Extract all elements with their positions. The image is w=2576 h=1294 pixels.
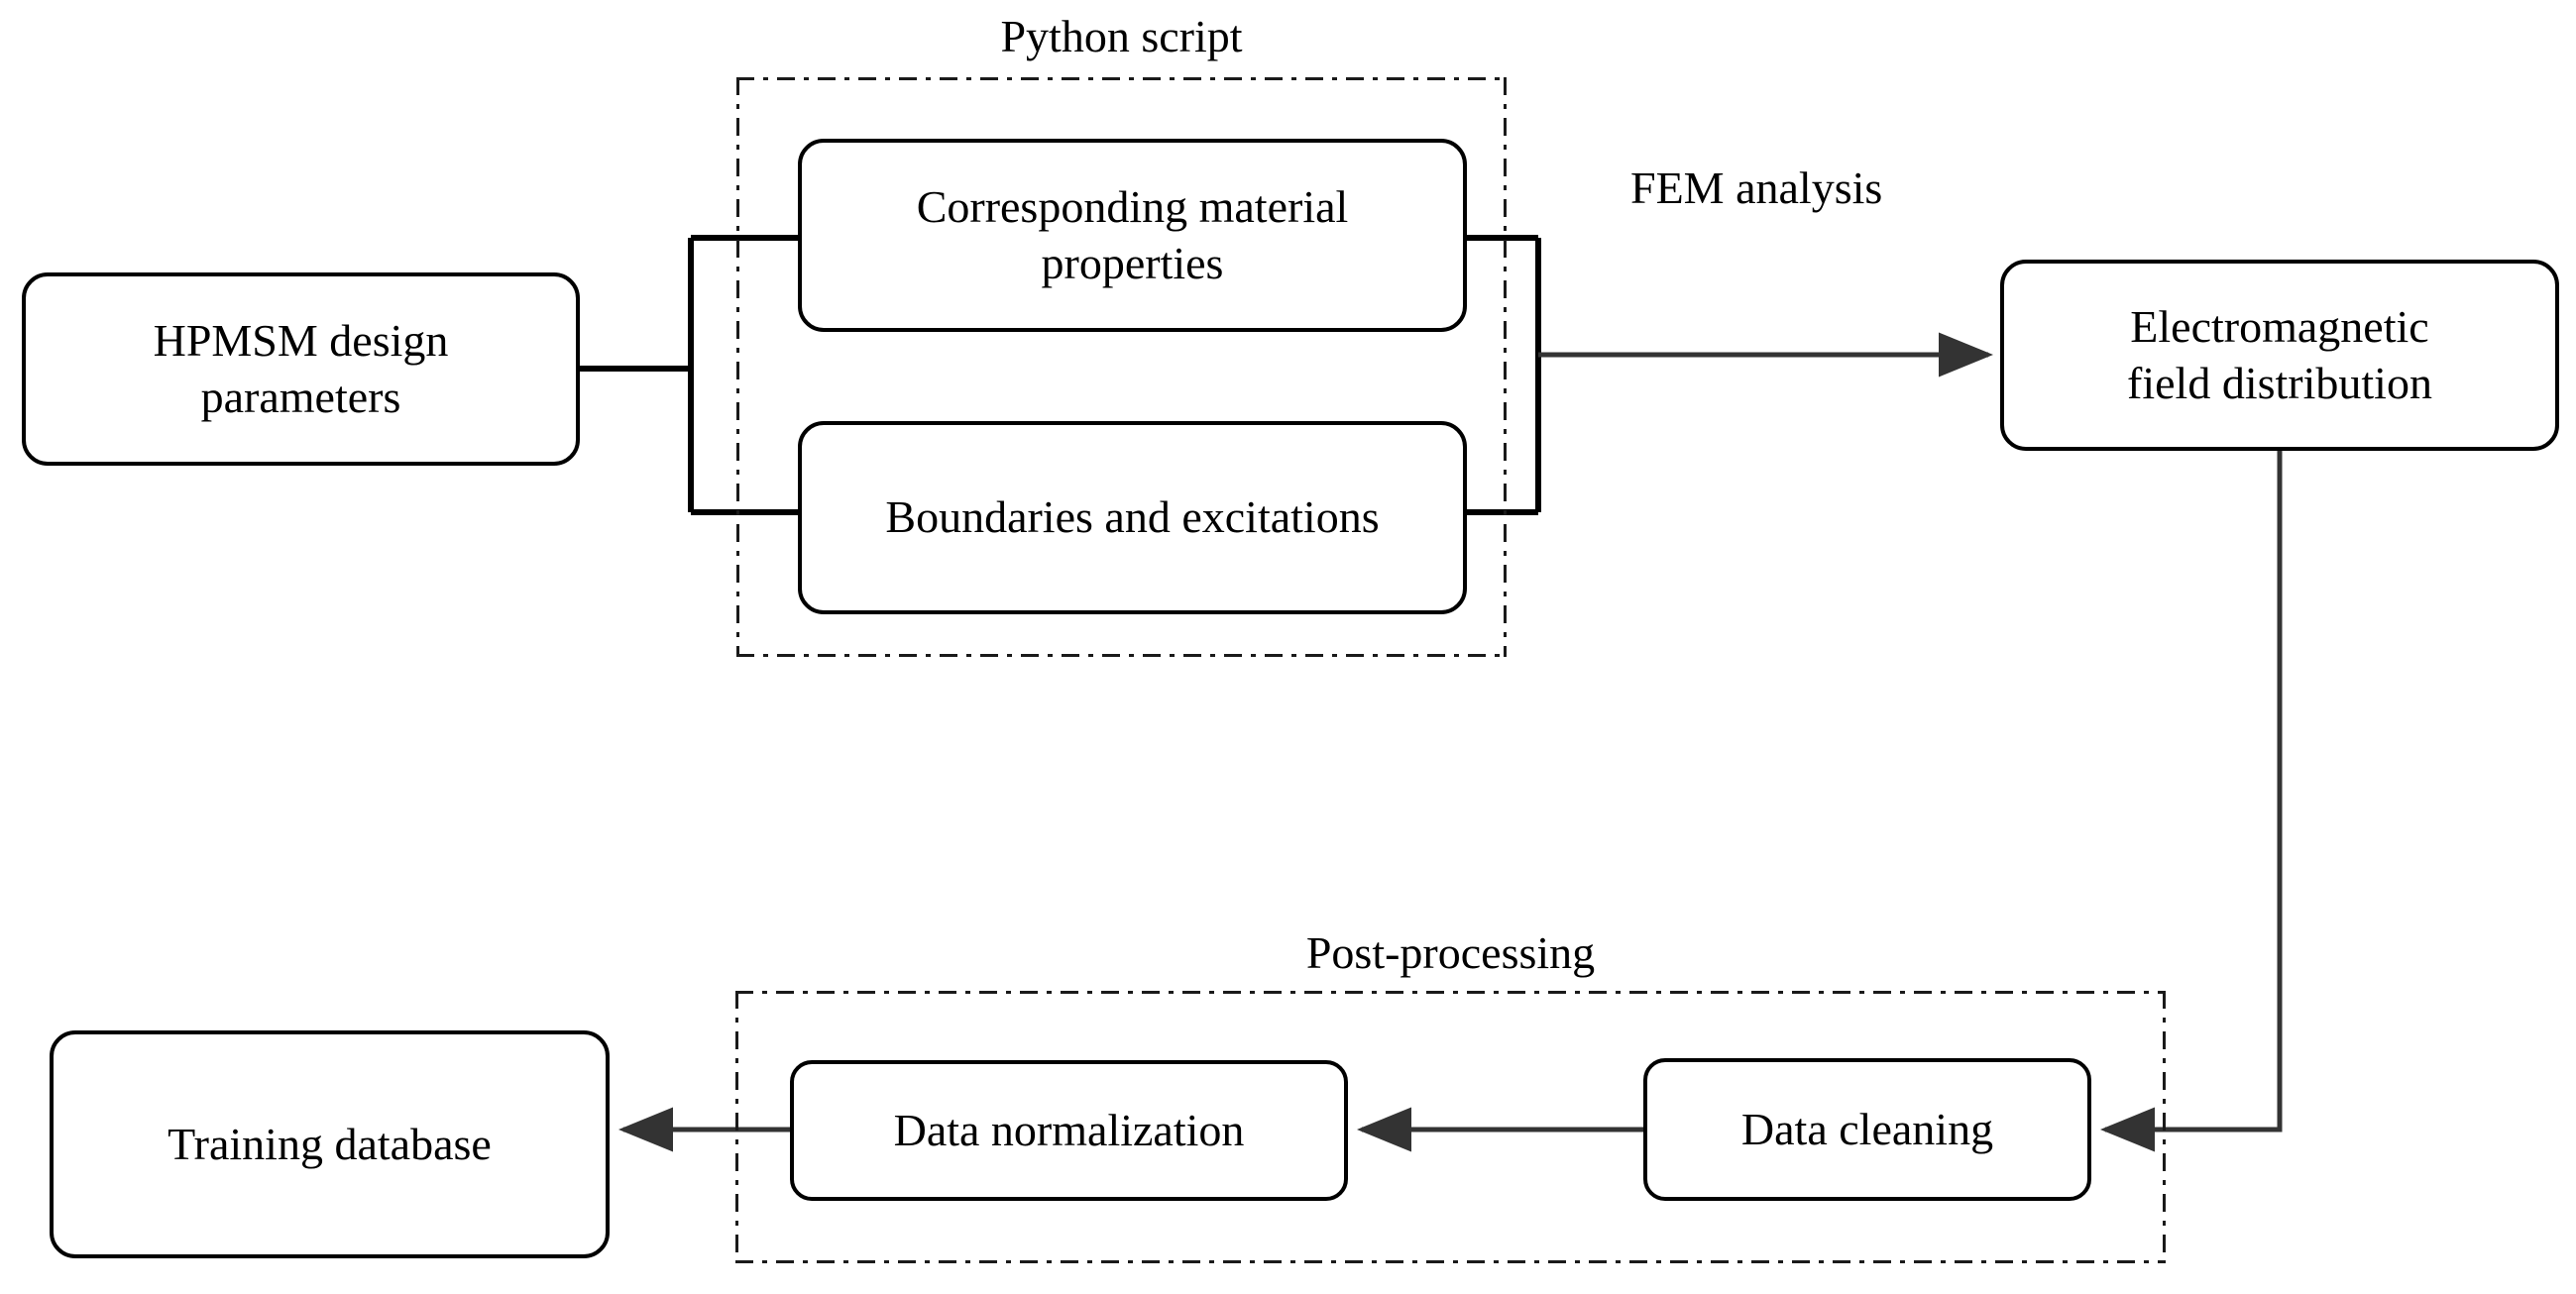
edge-label-fem-analysis: FEM analysis	[1630, 162, 1883, 213]
node-electromagnetic-field-distribution[interactable]: Electromagnetic field distribution	[2000, 260, 2559, 451]
node-data-normalization[interactable]: Data normalization	[790, 1060, 1348, 1201]
node-data-cleaning[interactable]: Data cleaning	[1643, 1058, 2091, 1201]
node-label-line2: parameters	[200, 371, 401, 422]
node-label-line1: Electromagnetic	[2130, 301, 2429, 353]
node-label-line2: properties	[1041, 237, 1224, 288]
node-label-line1: Corresponding material	[916, 181, 1349, 233]
group-label-post-processing: Post-processing	[1305, 927, 1596, 978]
node-corresponding-material-properties[interactable]: Corresponding material properties	[798, 139, 1467, 332]
node-label-line2: field distribution	[2127, 357, 2432, 408]
node-label-line1: Boundaries and excitations	[885, 491, 1380, 543]
node-hpmsm-design-parameters[interactable]: HPMSM design parameters	[22, 272, 580, 466]
group-label-python-script: Python script	[1000, 11, 1243, 61]
node-training-database[interactable]: Training database	[50, 1030, 610, 1258]
node-label-line1: Training database	[168, 1118, 492, 1169]
node-label-line1: Data normalization	[893, 1104, 1245, 1155]
node-boundaries-and-excitations[interactable]: Boundaries and excitations	[798, 421, 1467, 614]
node-label-line1: HPMSM design	[153, 315, 449, 367]
node-label-line1: Data cleaning	[1740, 1103, 1994, 1154]
edge-merge-to-electromagnetic	[1467, 235, 1993, 515]
